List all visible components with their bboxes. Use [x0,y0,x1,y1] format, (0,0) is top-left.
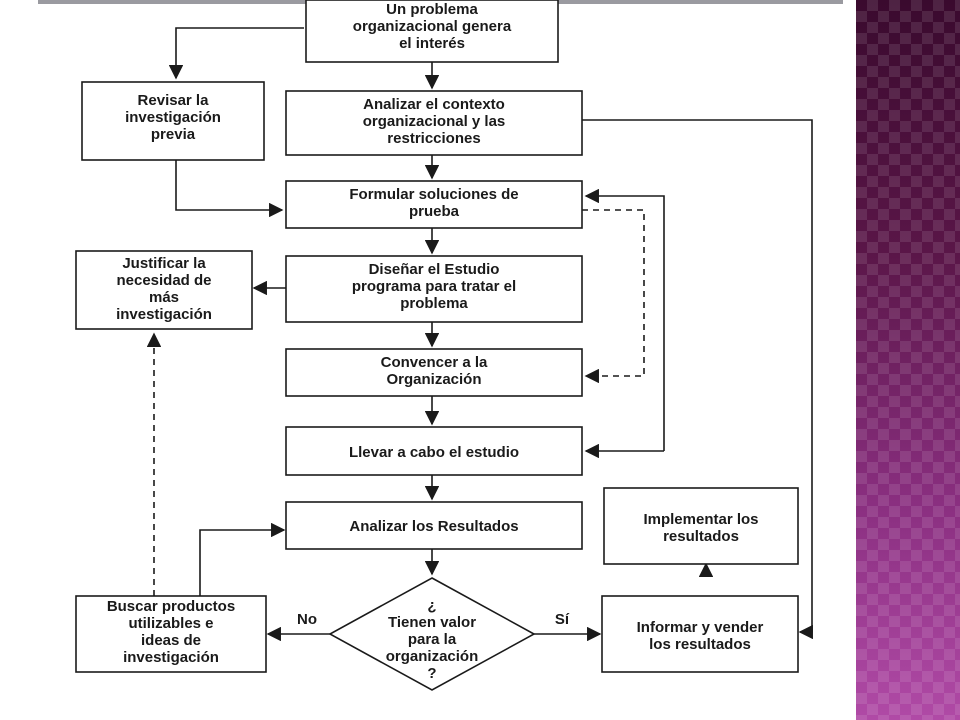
edge-label-si: Sí [555,611,570,628]
edge-llevar-formular [584,188,665,451]
node-analizar-resultados-label: Analizar los Resultados [349,518,518,535]
node-llevar: Llevar a cabo el estudio [285,426,583,476]
edge-formular-convencer [582,209,645,384]
edge-buscar-resultados [199,522,286,596]
edge-contexto-informar [582,119,813,640]
edge-problema-revisar [168,27,304,80]
edge-revisar-formular [175,160,284,218]
panel-divider [843,0,856,720]
edge-label-no: No [297,611,317,628]
node-analizar-resultados: Analizar los Resultados [285,501,583,550]
decorative-side-panel [856,0,960,720]
node-llevar-label: Llevar a cabo el estudio [349,444,519,461]
